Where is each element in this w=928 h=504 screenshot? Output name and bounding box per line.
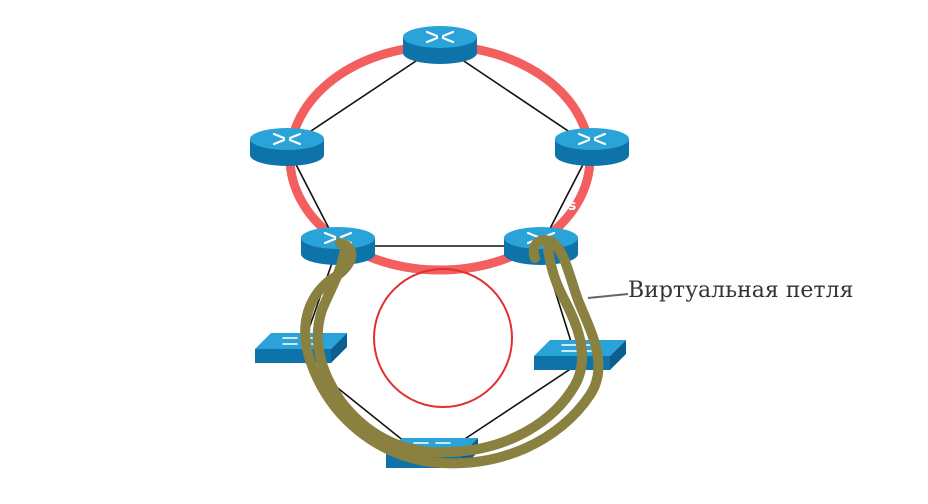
virtual-loop-inner (312, 245, 588, 458)
router-lower-left-router (301, 227, 375, 265)
inner-loop-circle (373, 268, 513, 408)
virtual-loop-label: Виртуальная петля (628, 278, 853, 303)
router-top-router (403, 26, 477, 64)
virtual-loop (300, 235, 604, 469)
router-left-router (250, 128, 324, 166)
virtual-loop-outer (300, 235, 604, 469)
link-router-top-router-right (439, 44, 593, 148)
link-router-top-router-left (286, 44, 441, 148)
router-right-router (555, 128, 629, 166)
ring-artifact: s (568, 198, 576, 214)
devices-layer (250, 26, 629, 468)
callout-line (587, 293, 629, 299)
